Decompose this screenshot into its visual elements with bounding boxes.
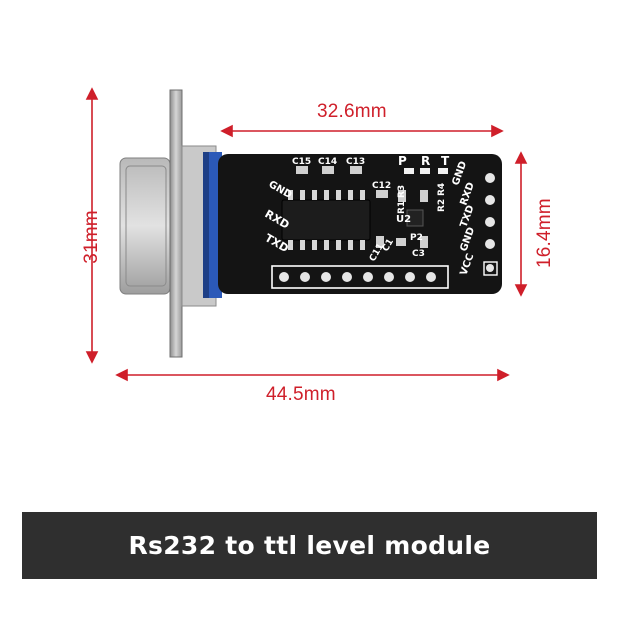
res-label: R4 (437, 183, 447, 196)
cap-label: C14 (318, 157, 337, 167)
led-label: R (421, 154, 430, 168)
res-label: R1 (397, 201, 407, 214)
banner-title: Rs232 to ttl level module (128, 531, 491, 560)
cap-label: C15 (292, 157, 311, 167)
caption-banner: Rs232 to ttl level module (22, 512, 597, 579)
pcb-board: GND RXD TXD C15 C14 C13 C12 C11 C3 C1 R3… (218, 154, 502, 294)
height-dimension-label: 31mm (81, 210, 102, 264)
led-label: P (398, 154, 407, 168)
cap-label: C3 (412, 249, 425, 259)
chip-label: P2 (410, 233, 423, 243)
dimension-lines (85, 87, 528, 382)
cap-label: C12 (372, 181, 391, 191)
res-label: R2 (437, 199, 447, 212)
db9-connector (119, 89, 222, 358)
length-dimension-label: 44.5mm (266, 384, 336, 405)
led-label: T (441, 154, 450, 168)
right-header (483, 173, 498, 276)
chip-label: U2 (396, 214, 411, 225)
board-height-dimension-label: 16.4mm (534, 198, 555, 268)
header-row (271, 265, 449, 289)
res-label: R3 (397, 185, 407, 198)
width-dimension-label: 32.6mm (317, 101, 387, 122)
cap-label: C13 (346, 157, 365, 167)
